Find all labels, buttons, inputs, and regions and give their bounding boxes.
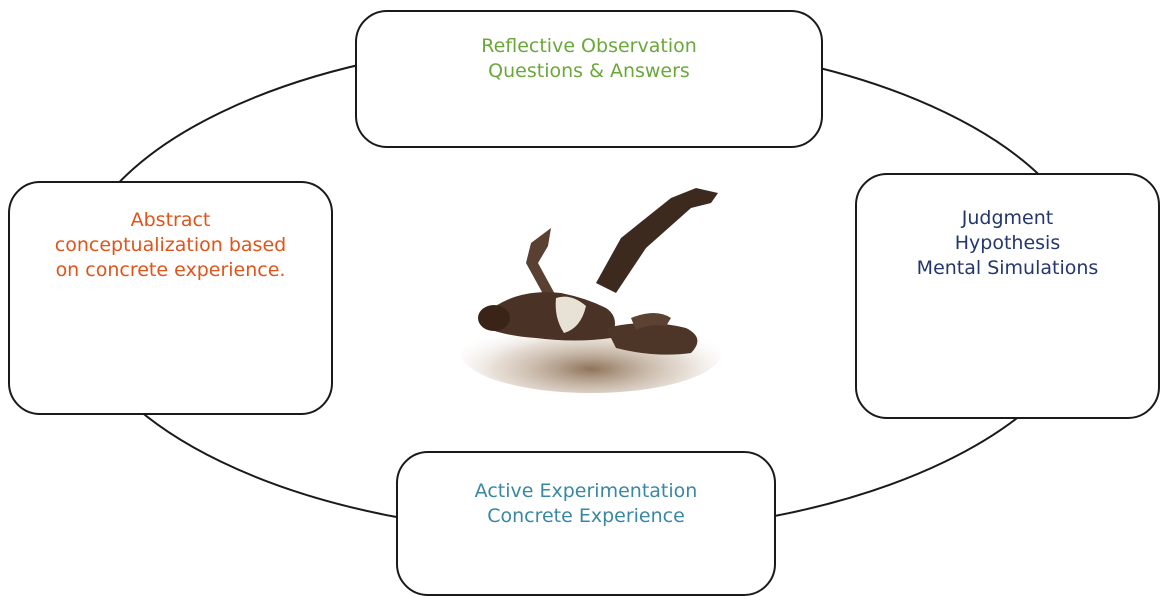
box-left-line3: on concrete experience. [55, 259, 286, 281]
box-right-line1: Judgment [961, 207, 1054, 229]
box-right-line2: Hypothesis [954, 232, 1061, 254]
box-bottom-line1: Active Experimentation [474, 480, 698, 502]
box-left-line2: conceptualization based [54, 234, 287, 256]
box-bottom-line2: Concrete Experience [487, 505, 685, 527]
box-top-line2: Questions & Answers [488, 60, 690, 82]
reflective-observation-box: Reflective Observation Questions & Answe… [355, 10, 823, 148]
box-top-line1: Reflective Observation [481, 35, 697, 57]
judgment-hypothesis-box: Judgment Hypothesis Mental Simulations [855, 173, 1160, 419]
box-left-line1: Abstract [130, 209, 211, 231]
active-experimentation-box: Active Experimentation Concrete Experien… [396, 451, 776, 596]
person-falling-photo-icon [461, 188, 721, 393]
abstract-conceptualization-box: Abstract conceptualization based on conc… [8, 181, 333, 415]
box-right-line3: Mental Simulations [916, 257, 1099, 279]
